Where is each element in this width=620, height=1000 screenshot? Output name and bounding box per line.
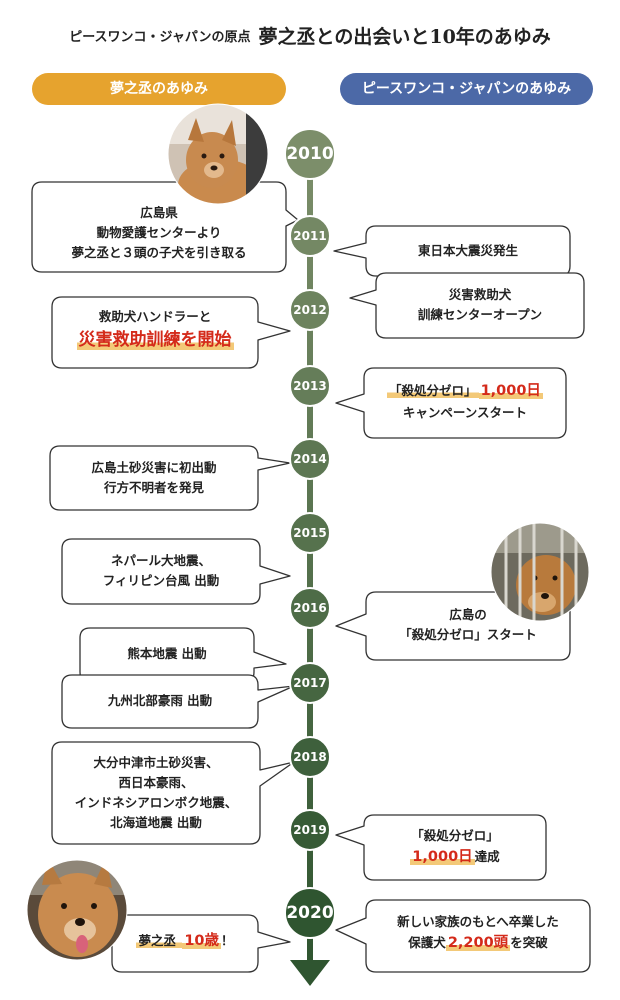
year-label-2016: 2016	[293, 601, 327, 615]
event-kumamoto: 熊本地震 出動	[127, 646, 207, 661]
year-marker-2014	[289, 438, 331, 480]
year-label-2019: 2019	[293, 823, 327, 837]
left-bubble-2014	[49, 445, 291, 511]
event-2012-right: 災害救助犬 訓練センターオープン	[417, 287, 543, 322]
event-2013-right: 「殺処分ゼロ」1,000日 キャンペーンスタート	[387, 383, 543, 421]
year-label-2011: 2011	[293, 229, 327, 243]
year-marker-2019	[289, 809, 331, 851]
event-2010-left: 広島県 動物愛護センターより 夢之丞と３頭の子犬を引き取る	[71, 205, 247, 260]
timeline-trunk	[307, 152, 313, 967]
year-marker-2020	[284, 887, 336, 939]
right-bubble-2012	[349, 272, 585, 339]
puppy-photo-border	[167, 103, 269, 205]
year-marker-2017	[289, 662, 331, 704]
event-2012-left: 救助犬ハンドラーと 災害救助訓練を開始	[76, 309, 234, 350]
highlight-10-years: 10歳	[182, 933, 222, 949]
event-2018-left: 大分中津市土砂災害、 西日本豪雨、 インドネシアロンボク地震、 北海道地震 出動	[74, 755, 238, 830]
year-marker-2015	[289, 512, 331, 554]
highlight-rescue-training: 災害救助訓練を開始	[76, 330, 234, 350]
left-bubble-2015	[61, 538, 291, 605]
caged-dog-photo-border	[490, 522, 590, 622]
year-marker-2011	[289, 215, 331, 257]
highlight-1000-days-campaign: 1,000日	[478, 383, 543, 399]
year-label-2010: 2010	[286, 144, 334, 164]
title-main: 夢之丞との出会いと10年のあゆみ	[258, 26, 551, 48]
year-marker-2018	[289, 736, 331, 778]
year-marker-2010	[284, 128, 336, 180]
event-2017-left: 九州北部豪雨 出動	[107, 693, 213, 708]
left-bubble-2018	[51, 741, 295, 845]
year-label-2020: 2020	[286, 903, 334, 923]
highlight-2200-dogs: 2,200頭	[445, 935, 511, 951]
page-title: ピースワンコ・ジャパンの原点夢之丞との出会いと10年のあゆみ	[0, 22, 620, 49]
right-bubble-2019	[335, 814, 547, 881]
year-label-2017: 2017	[293, 676, 327, 690]
event-2015-left: ネパール大地震、 フィリピン台風 出動	[102, 553, 220, 588]
year-label-2018: 2018	[293, 750, 327, 764]
year-label-2012: 2012	[293, 303, 327, 317]
year-label-2014: 2014	[293, 452, 327, 466]
event-2016-right: 広島の 「殺処分ゼロ」スタート	[399, 607, 537, 642]
event-2020-left: 夢之丞 10歳！	[136, 933, 234, 949]
timeline-arrowhead	[290, 960, 330, 986]
right-column-header: ピースワンコ・ジャパンのあゆみ	[340, 73, 593, 105]
year-marker-2016	[289, 587, 331, 629]
year-marker-2012	[289, 289, 331, 331]
adult-dog-photo-border	[26, 859, 128, 961]
year-marker-2013	[289, 365, 331, 407]
right-bubble-2011	[333, 225, 571, 277]
year-label-2013: 2013	[293, 379, 327, 393]
event-2019-right: 「殺処分ゼロ」 1,000日達成	[410, 828, 500, 865]
event-2014-left: 広島土砂災害に初出動 行方不明者を発見	[91, 460, 217, 495]
highlight-1000-days-achieved: 1,000日	[410, 849, 475, 865]
left-bubble-2010	[31, 181, 299, 273]
left-bubble-2017	[61, 674, 295, 729]
year-label-2015: 2015	[293, 526, 327, 540]
caged-dog-photo	[491, 523, 589, 621]
left-column-header: 夢之丞のあゆみ	[32, 73, 286, 105]
event-2011-right: 東日本大震災発生	[417, 243, 518, 258]
title-prefix: ピースワンコ・ジャパンの原点	[69, 30, 251, 45]
